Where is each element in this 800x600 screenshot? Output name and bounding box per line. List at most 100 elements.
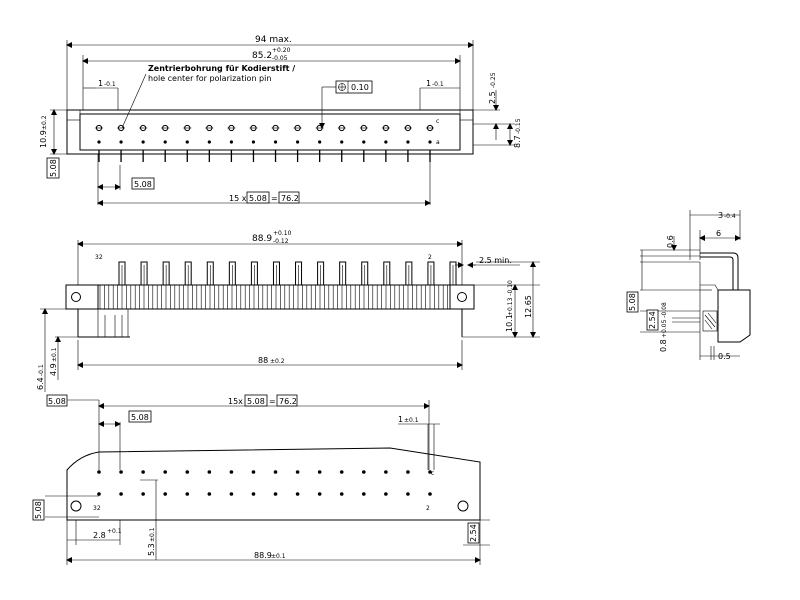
bottom-pin-a — [339, 492, 344, 496]
bottom-pin-c — [428, 470, 432, 474]
bottom-pin-c — [185, 470, 190, 474]
left-mount-hole — [71, 292, 81, 302]
side-dim-3-tol: -0.4 — [724, 213, 736, 220]
bottom-pin-a — [362, 492, 366, 496]
bottom-pin-c — [141, 470, 145, 474]
dim-49-label: 4.9 — [49, 363, 58, 376]
dim-1-right-tol: -0.1 — [432, 81, 444, 88]
front-view: 88.9 +0.10 -0.12 32 2 2.5 min. 10.1 +0.1… — [36, 230, 540, 392]
top-pin-row-c — [95, 124, 434, 132]
bottom-pin-a — [273, 492, 278, 496]
top-pin-a — [141, 140, 145, 144]
dim-88-tol: ±0.2 — [270, 358, 285, 365]
top-pin-a — [207, 140, 211, 144]
bottom-pin-c — [163, 470, 167, 474]
row-a-label: a — [436, 139, 440, 146]
bottom-pin-c — [384, 470, 388, 474]
side-dim-06-label: 0.6 — [666, 235, 675, 248]
top-pin-a — [406, 140, 410, 144]
pitch-eq: = — [271, 194, 278, 203]
bottom-box-254-right: 2.54 — [469, 524, 478, 542]
bottom-pin-c — [295, 470, 300, 474]
pin-32-label: 32 — [95, 254, 103, 261]
box-508-left: 5.08 — [49, 159, 58, 177]
top-pin-leads — [98, 150, 431, 162]
top-housing-outline — [66, 109, 474, 155]
front-pins — [118, 261, 457, 286]
bottom-pin-a — [251, 492, 256, 496]
bottom-dim-1-label: 1 — [398, 415, 403, 424]
top-pin-a — [185, 140, 189, 144]
pitch-prefix: 15 x — [229, 194, 247, 203]
right-flange — [449, 284, 475, 310]
top-pin-a — [428, 140, 432, 144]
bottom-pin-a — [141, 492, 145, 496]
dim-1265-label: 12.65 — [524, 295, 533, 318]
front-contact-hatch — [99, 285, 448, 309]
pin-2-label: 2 — [428, 254, 432, 261]
dim-889-tol-upper: +0.10 — [273, 230, 292, 237]
bottom-box-508-inner: 5.08 — [131, 413, 149, 422]
dim-25-label: 2.5 — [488, 91, 497, 104]
note-en: hole center for polarization pin — [148, 74, 271, 83]
row-c-label: c — [436, 118, 439, 125]
dim-25-tol: -0.25 — [490, 72, 497, 88]
dim-852-label: 85.2 — [252, 51, 272, 61]
left-flange — [65, 284, 99, 310]
bottom-right-hole — [457, 500, 469, 512]
top-pin-a — [229, 140, 233, 144]
dim-88-label: 88 — [258, 356, 268, 365]
right-mount-hole — [457, 292, 467, 302]
top-pin-a — [384, 140, 388, 144]
bottom-dim-889: 88.9 — [254, 551, 272, 560]
bottom-pin-grid — [97, 470, 432, 496]
bottom-pin-32: 32 — [93, 505, 101, 512]
top-pin-a — [318, 140, 322, 144]
bottom-dim-53: 5.3 — [147, 543, 156, 556]
bottom-pin-a — [163, 492, 167, 496]
side-contact-bent — [700, 252, 739, 290]
pitch-box: 5.08 — [249, 194, 267, 203]
dim-49-tol: ±0.1 — [51, 347, 58, 362]
bottom-pin-c — [97, 470, 101, 474]
bottom-pitch-prefix: 15x — [228, 397, 243, 406]
top-pin-row-a — [97, 140, 432, 144]
bottom-pin-a — [406, 492, 410, 496]
note-leader — [121, 73, 147, 129]
dim-101-tol: +0.13 -0.10 — [507, 280, 514, 316]
dim-1-right: 1 — [426, 79, 431, 88]
side-dim-05-label: 0.5 — [718, 352, 731, 361]
bottom-pin-a — [384, 492, 388, 496]
bottom-pin-c — [207, 470, 212, 474]
bottom-pin-a — [229, 492, 234, 496]
bottom-pin-c — [229, 470, 234, 474]
box-508-bottom: 5.08 — [134, 180, 152, 189]
top-view: 94 max. 85.2 +0.20 -0.05 Zentrierbohrung… — [39, 35, 522, 206]
dim-852-tol-lower: -0.05 — [272, 55, 288, 62]
dim-101-label: 10.1 — [505, 314, 514, 332]
pos-tolerance-value: 0.10 — [351, 83, 369, 92]
bottom-left-hole — [70, 500, 82, 512]
dim-852-tol-upper: +0.20 — [272, 47, 291, 54]
side-dim-08-tol: +0.05 -0.08 — [661, 302, 668, 338]
bottom-pin-c — [362, 470, 366, 474]
bottom-dim-28-tol: +0.1 — [107, 528, 122, 535]
dim-87-label: 8.7 — [513, 135, 522, 148]
top-pin-a — [362, 140, 366, 144]
bottom-pitch-total: 76.2 — [279, 397, 297, 406]
bottom-pin-c — [317, 470, 322, 474]
top-pin-a — [163, 140, 167, 144]
bottom-dim-53-tol: ±0.1 — [149, 527, 156, 542]
top-pin-a — [340, 140, 344, 144]
side-box-508: 5.08 — [628, 293, 637, 311]
side-housing — [717, 289, 751, 343]
bottom-body-outline — [66, 447, 481, 521]
bottom-pin-a — [119, 492, 123, 496]
bottom-pin-c — [119, 470, 123, 474]
dim-109-label: 10.9 — [39, 130, 48, 148]
bottom-pin-a — [317, 492, 322, 496]
side-dim-6-label: 6 — [716, 229, 721, 238]
bottom-pin-a — [185, 492, 190, 496]
dim-889-label: 88.9 — [252, 234, 272, 244]
